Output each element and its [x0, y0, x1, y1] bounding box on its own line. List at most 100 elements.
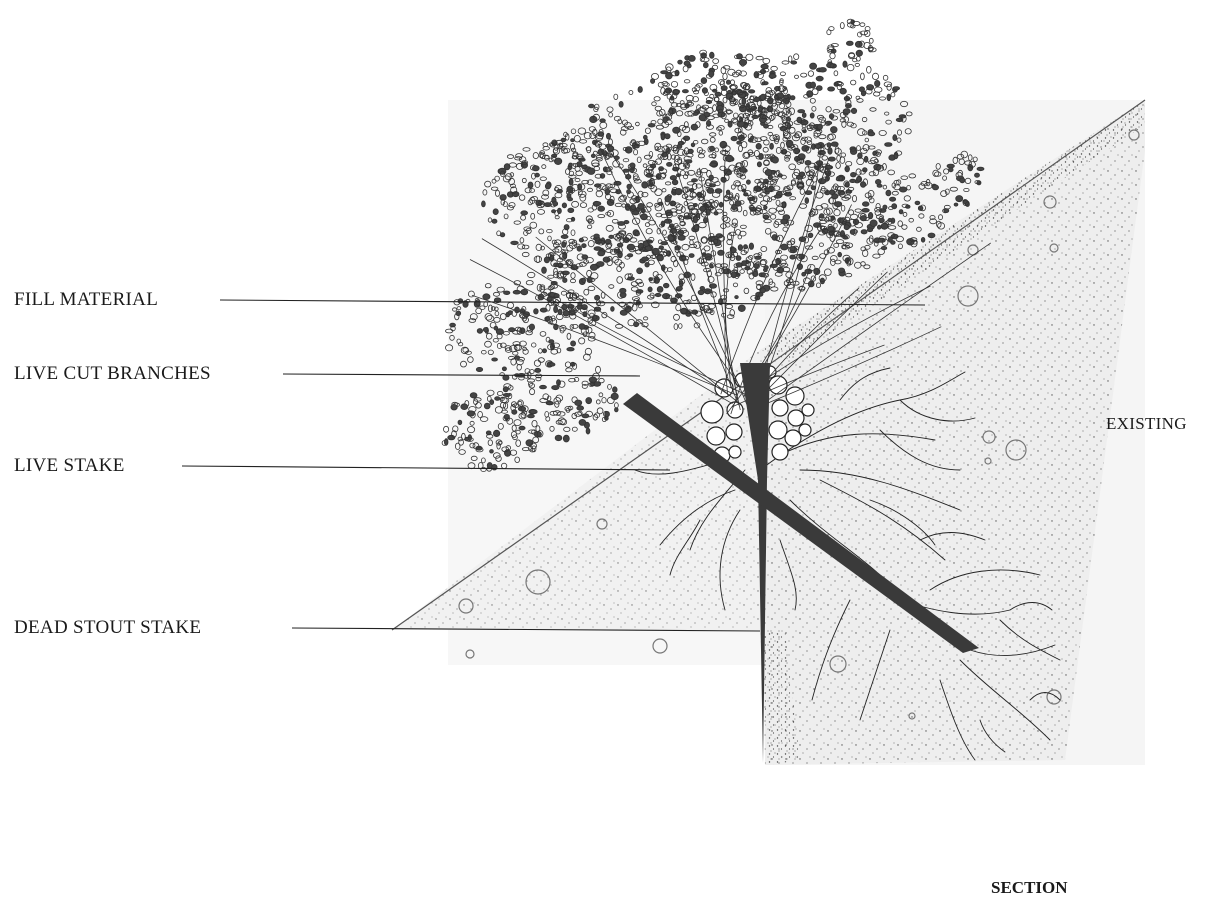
leaf	[554, 192, 563, 199]
leaf	[513, 419, 522, 427]
leaf	[486, 462, 493, 469]
leaf	[879, 96, 887, 101]
leaf	[803, 94, 810, 99]
leaf	[493, 297, 502, 304]
leaf	[581, 164, 587, 170]
leaf	[635, 121, 640, 127]
leaf	[583, 288, 590, 296]
leaf	[586, 224, 593, 229]
leaf	[594, 103, 600, 110]
leaf	[778, 79, 784, 86]
leaf	[837, 251, 842, 258]
leaf	[624, 234, 632, 242]
twig	[699, 167, 738, 400]
leaf	[647, 159, 656, 165]
leaf	[508, 177, 515, 186]
leaf	[935, 163, 941, 170]
leaf	[790, 180, 796, 187]
leaf	[565, 168, 571, 175]
leaf	[902, 211, 908, 217]
leaf	[886, 93, 892, 102]
leaf	[943, 208, 950, 214]
leaf	[893, 184, 901, 191]
leaf	[622, 158, 630, 163]
leaf	[449, 334, 455, 341]
leaf	[718, 201, 724, 208]
leaf	[679, 221, 686, 227]
leaf	[546, 395, 552, 402]
leaf	[828, 113, 835, 120]
leaf	[606, 170, 613, 176]
leaf	[557, 207, 562, 214]
leaf	[908, 217, 914, 223]
leaf	[564, 361, 572, 368]
leaf	[836, 83, 842, 91]
leaf	[696, 147, 704, 154]
leaf	[494, 310, 500, 317]
leaf	[859, 215, 867, 222]
leaf	[517, 243, 526, 250]
soil-voids	[458, 129, 1140, 720]
leaf	[864, 29, 871, 37]
leaf	[835, 162, 841, 169]
leaf	[507, 310, 513, 316]
leaf	[529, 448, 535, 453]
leaf	[776, 234, 784, 243]
leaf	[784, 154, 791, 160]
leaf	[601, 311, 608, 319]
leaf	[845, 99, 852, 107]
leaf	[617, 118, 623, 125]
leaf	[631, 195, 638, 201]
twig	[469, 259, 733, 405]
leaf	[944, 188, 950, 195]
leaf	[894, 150, 903, 156]
leaf	[499, 372, 505, 377]
leaf	[755, 143, 762, 150]
leaf	[496, 342, 503, 349]
leaf	[734, 295, 739, 300]
leaf	[535, 255, 541, 264]
leaf	[864, 244, 871, 250]
leaf	[545, 253, 553, 258]
leaf	[539, 384, 547, 390]
leaf	[721, 266, 729, 274]
leaf	[487, 304, 493, 313]
leaf	[539, 285, 545, 293]
leaf	[561, 202, 568, 209]
leaf	[715, 208, 724, 214]
leaf	[588, 382, 595, 387]
leaf	[617, 246, 623, 254]
leaf	[686, 101, 694, 107]
twig	[726, 265, 812, 415]
leaf	[863, 155, 869, 163]
leaf	[868, 37, 874, 44]
leaf	[525, 227, 532, 234]
leaf	[527, 181, 534, 189]
leaf	[593, 166, 600, 171]
leaf	[877, 224, 882, 230]
leaf	[736, 90, 744, 96]
leaf	[891, 190, 899, 196]
leaf	[774, 271, 783, 277]
leaf	[665, 294, 673, 299]
leaf	[946, 163, 955, 169]
leaf	[818, 67, 827, 73]
leaf	[541, 266, 547, 274]
leaf	[736, 53, 743, 60]
leaf	[690, 123, 699, 131]
leaf	[479, 305, 486, 310]
leaf	[627, 273, 634, 278]
leaf	[706, 187, 715, 194]
leader-lines	[181, 299, 926, 632]
twig	[720, 162, 822, 395]
leaf	[845, 272, 853, 278]
leaf	[774, 170, 780, 178]
leaf	[733, 165, 741, 172]
leaf	[807, 70, 815, 77]
leaf	[574, 165, 581, 172]
leaf	[609, 183, 616, 189]
leaf	[687, 205, 696, 211]
leaf	[719, 165, 727, 171]
leaf	[675, 110, 684, 117]
leaf	[598, 377, 605, 384]
